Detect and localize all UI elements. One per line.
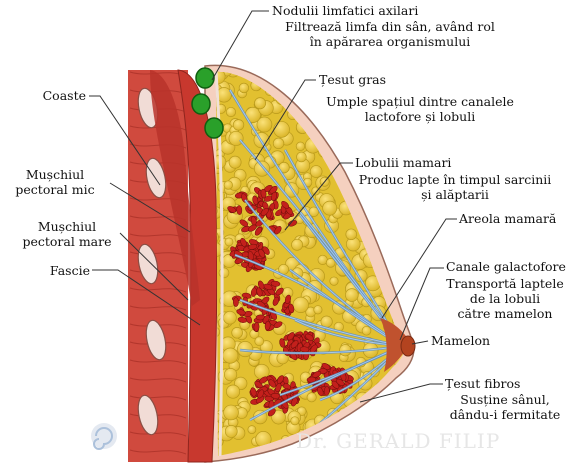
label-lobulii-mamari: Lobulii mamari [355, 155, 452, 170]
label-tesut-gras: Țesut gras [319, 72, 387, 87]
label-muschi-pectoral-mare: Mușchiul pectoral mare [22, 219, 112, 249]
desc-noduli-limfatici: Filtrează limfa din sân, având rol în ap… [285, 19, 495, 49]
pectoral-major-muscle [177, 69, 218, 463]
fascia [214, 71, 224, 457]
rib [145, 157, 167, 199]
rib [137, 243, 159, 285]
rib [145, 319, 167, 361]
desc-tesut-gras: Umple spațiul dintre canalele lactofore … [326, 94, 514, 124]
lobule-cluster [229, 238, 270, 273]
areola-nipple [380, 318, 416, 372]
label-noduli-limfatici: Nodulii limfatici axilari [272, 3, 419, 18]
label-muschi-pectoral-mic: Mușchiul pectoral mic [15, 167, 95, 197]
logo-spiral-icon [91, 423, 117, 450]
rib [137, 394, 159, 436]
lymph-nodes [191, 67, 224, 139]
label-mamelon: Mamelon [431, 333, 491, 348]
watermark-text: Dr. GERALD FILIP [296, 429, 501, 453]
label-areola-mamara: Areola mamară [459, 211, 557, 226]
label-fascie: Fascie [49, 263, 90, 278]
label-coaste: Coaste [42, 88, 86, 103]
lobule-cluster [231, 279, 295, 333]
label-canale-galactofore: Canale galactofore [446, 259, 566, 274]
desc-tesut-fibros: Susține sânul, dându-i fermitate [449, 392, 561, 422]
desc-canale-galactofore: Transportă laptele de la lobuli către ma… [446, 276, 564, 321]
pectoral-minor-muscle [150, 70, 200, 306]
leader-lines [89, 10, 457, 403]
label-tesut-fibros: Țesut fibros [445, 376, 521, 391]
desc-lobulii-mamari: Produc lapte în timpul sarcinii și alăpt… [358, 172, 552, 202]
